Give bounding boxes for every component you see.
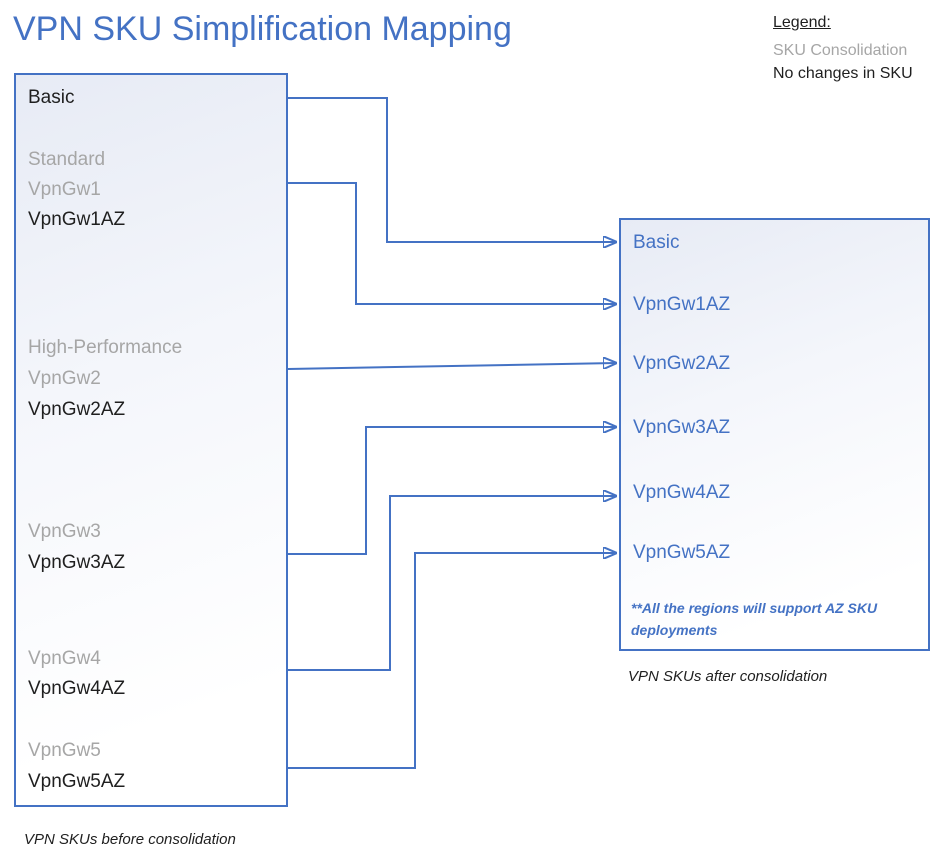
before-item-vpngw2az: VpnGw2AZ bbox=[28, 399, 126, 420]
after-item-vpngw1az: VpnGw1AZ bbox=[633, 294, 731, 315]
before-item-basic: Basic bbox=[28, 87, 75, 108]
connector-basic bbox=[288, 97, 616, 242]
before-item-standard: Standard bbox=[28, 149, 106, 170]
after-box: Basic VpnGw1AZ VpnGw2AZ VpnGw3AZ VpnGw4A… bbox=[619, 218, 930, 651]
before-box: Basic Standard VpnGw1 VpnGw1AZ High-Perf… bbox=[14, 73, 288, 807]
legend-item-sku-consolidation: SKU Consolidation bbox=[773, 42, 908, 59]
connector-vpngw5az bbox=[288, 553, 616, 769]
legend-item-no-changes: No changes in SKU bbox=[773, 65, 913, 82]
before-item-vpngw5: VpnGw5 bbox=[28, 740, 101, 761]
after-item-vpngw4az: VpnGw4AZ bbox=[633, 482, 731, 503]
after-box-note: **All the regions will support AZ SKU de… bbox=[631, 600, 878, 638]
before-item-vpngw3az: VpnGw3AZ bbox=[28, 552, 126, 573]
before-box-caption: VPN SKUs before consolidation bbox=[24, 831, 236, 848]
connector-vpngw4az bbox=[288, 496, 616, 671]
after-box-caption: VPN SKUs after consolidation bbox=[628, 668, 828, 685]
connector-vpngw3az bbox=[288, 427, 616, 555]
after-item-vpngw2az: VpnGw2AZ bbox=[633, 353, 731, 374]
before-item-high-performance: High-Performance bbox=[28, 337, 183, 358]
before-item-vpngw3: VpnGw3 bbox=[28, 521, 101, 542]
connector-vpngw1az bbox=[288, 182, 616, 304]
legend-heading: Legend: bbox=[773, 14, 831, 31]
before-item-vpngw1az: VpnGw1AZ bbox=[28, 209, 126, 230]
before-item-vpngw4az: VpnGw4AZ bbox=[28, 678, 126, 699]
before-item-vpngw2: VpnGw2 bbox=[28, 368, 101, 389]
page-title: VPN SKU Simplification Mapping bbox=[13, 10, 512, 48]
legend: Legend: SKU Consolidation No changes in … bbox=[773, 14, 943, 85]
before-item-vpngw4: VpnGw4 bbox=[28, 648, 101, 669]
before-item-vpngw5az: VpnGw5AZ bbox=[28, 771, 126, 792]
after-item-vpngw5az: VpnGw5AZ bbox=[633, 542, 731, 563]
connector-vpngw2az bbox=[287, 363, 616, 370]
before-item-vpngw1: VpnGw1 bbox=[28, 179, 101, 200]
after-item-basic: Basic bbox=[633, 232, 680, 253]
after-item-vpngw3az: VpnGw3AZ bbox=[633, 417, 731, 438]
